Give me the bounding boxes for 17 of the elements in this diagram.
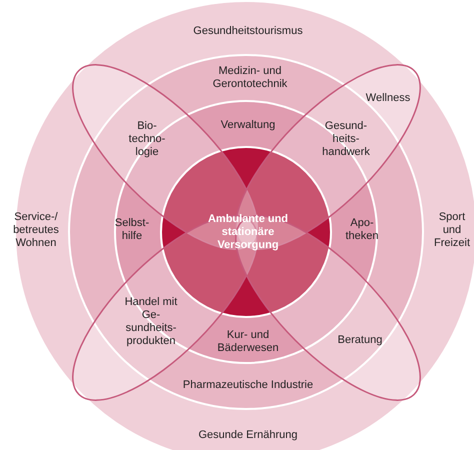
ring-label: Sport und Freizeit [432,210,472,250]
ring-label: Apo- theken [344,217,380,243]
petal-label: Beratung [336,334,384,346]
ring-label: Gesunde Ernährung [197,428,299,442]
ring-label: Verwaltung [220,118,276,132]
ring-label: Ambulante und stationäre Versorgung [206,212,290,252]
petal-label: Wellness [364,92,412,104]
petal-label: Gesund- heits- handwerk [321,120,371,158]
petal-label: Handel mit Ge- sundheits- produkten [124,296,178,348]
ring-label: Gesundheitstourismus [192,24,304,38]
outer-ring [14,0,474,450]
ring-label: Service-/ betreutes Wohnen [12,210,60,250]
ring-label: Pharmazeutische Industrie [182,378,314,392]
ring-label: Medizin- und Gerontotechnik [212,65,288,91]
petal-label: Bio- techno- logie [128,120,166,158]
ring-label: Selbst- hilfe [114,217,150,243]
ring-label: Kur- und Bäderwesen [216,329,280,355]
